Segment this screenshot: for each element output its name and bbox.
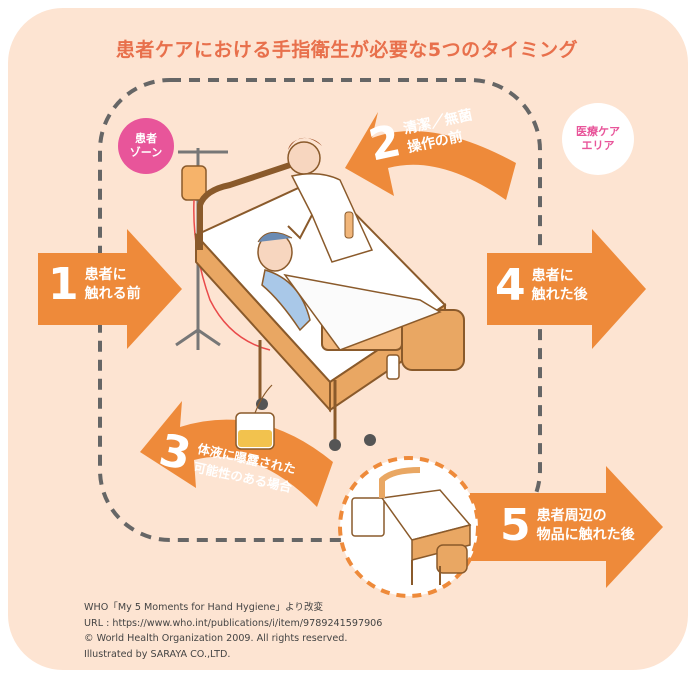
credit-url: URL : https://www.who.int/publications/i…: [84, 617, 383, 629]
moment-1-line2: 触れる前: [84, 286, 141, 302]
moment-1-number: 1: [48, 259, 79, 310]
patient-zone-label-line2: ゾーン: [129, 146, 163, 159]
care-area-badge: 医療ケア エリア: [562, 103, 634, 175]
moment-4-arrow: [487, 229, 646, 349]
page-title: 患者ケアにおける手指衛生が必要な5つのタイミング: [115, 39, 579, 61]
nurse-illustration: [287, 137, 374, 263]
moment-5-arrow: [470, 466, 663, 588]
patient-illustration: [257, 231, 442, 351]
moment-5-number: 5: [500, 500, 531, 551]
moment-1-label: 1 患者に 触れる前: [48, 263, 141, 307]
credit-illustrator: Illustrated by SARAYA CO.,LTD.: [84, 648, 231, 660]
moment-5-label: 5 患者周辺の 物品に触れた後: [500, 504, 635, 548]
empty-bed-illustration: [351, 467, 472, 585]
moment-3-arrow: [140, 401, 333, 507]
moment-2-arrow: [345, 112, 516, 200]
moment-1-line1: 患者に: [84, 267, 127, 283]
moment-5-line1: 患者周辺の: [536, 508, 607, 524]
patient-zone-badge: 患者 ゾーン: [118, 118, 174, 174]
moment-5-line2: 物品に触れた後: [536, 527, 635, 543]
care-area-label-line2: エリア: [581, 139, 615, 152]
care-area-label-line1: 医療ケア: [576, 125, 620, 138]
credit-source: WHO「My 5 Moments for Hand Hygiene」より改変: [84, 602, 324, 613]
moment-1-arrow: [38, 229, 182, 349]
credit-copyright: © World Health Organization 2009. All ri…: [84, 633, 348, 644]
moment-4-line2: 触れた後: [531, 287, 588, 303]
credits-block: WHO「My 5 Moments for Hand Hygiene」より改変 U…: [84, 600, 382, 662]
patient-zone-label-line1: 患者: [135, 132, 157, 145]
moment-4-label: 4 患者に 触れた後: [495, 264, 588, 308]
moment-4-number: 4: [495, 260, 526, 311]
drainage-bag-illustration: [235, 384, 275, 450]
moment-4-line1: 患者に: [531, 268, 574, 284]
